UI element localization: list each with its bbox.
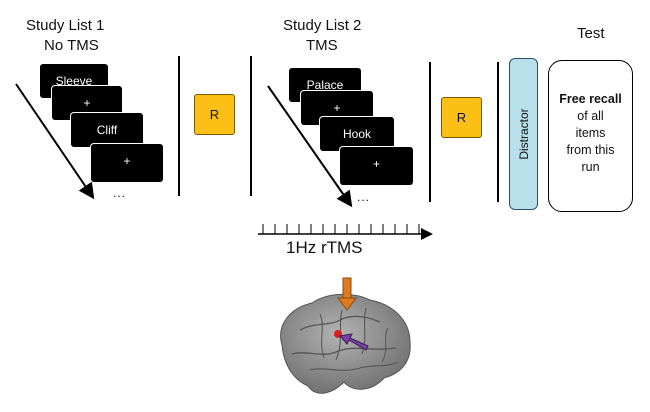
retrieval-box-1: R	[194, 94, 235, 135]
list1-card-3: Cliff	[71, 113, 143, 147]
list2-card-4: +	[340, 147, 413, 185]
list2-title: Study List 2	[283, 17, 362, 34]
test-title: Test	[577, 25, 605, 42]
orange-down-arrow	[337, 277, 357, 311]
tms-label: 1Hz rTMS	[286, 238, 363, 257]
brain-illustration	[280, 277, 411, 394]
recall-line-1: of all	[577, 109, 604, 123]
distractor-box: Distractor	[509, 58, 538, 210]
tms-pulse-ticks	[262, 224, 420, 234]
list1-time-arrow	[15, 83, 95, 200]
recall-line-3: from this	[566, 143, 615, 157]
free-recall-box: Free recall of all items from this run	[548, 60, 633, 212]
separator-3	[429, 62, 431, 202]
separator-4	[497, 62, 499, 202]
purple-arrow	[339, 333, 369, 351]
list2-time-arrow	[267, 85, 353, 208]
list1-ellipsis: ...	[113, 186, 127, 200]
brain-shape	[280, 293, 411, 394]
recall-line-2: items	[575, 126, 606, 140]
list2-card-3: Hook	[320, 117, 394, 151]
recall-title: Free recall	[559, 92, 622, 106]
list1-title: Study List 1	[26, 17, 105, 34]
list2-ellipsis: ...	[357, 190, 371, 204]
retrieval-box-2: R	[441, 97, 482, 138]
recall-line-4: run	[581, 160, 600, 174]
separator-2	[250, 56, 252, 196]
list1-card-4: +	[91, 144, 163, 182]
separator-1	[178, 56, 180, 196]
list1-subtitle: No TMS	[44, 37, 99, 54]
list2-subtitle: TMS	[306, 37, 338, 54]
distractor-label: Distractor	[516, 108, 531, 160]
